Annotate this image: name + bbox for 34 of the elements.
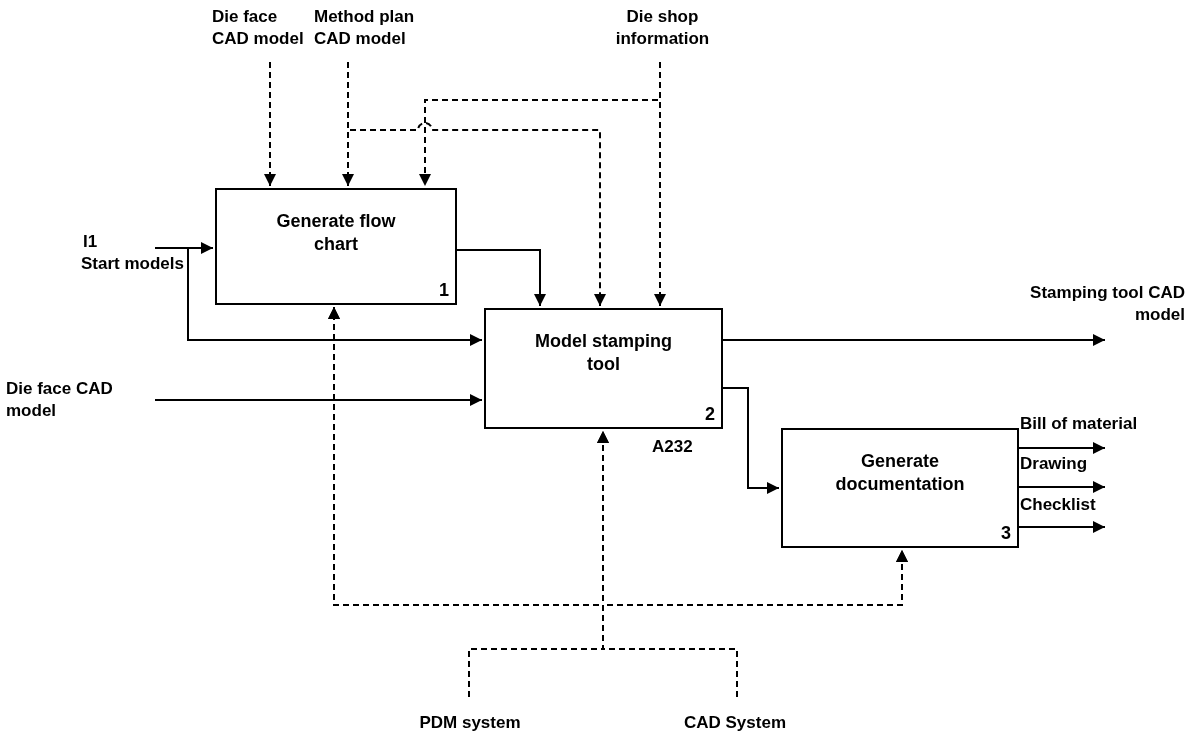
process-box: [215, 188, 457, 305]
process-title: Model stamping tool: [534, 330, 673, 377]
arrow: [264, 61, 276, 187]
flow-label: Start models: [81, 253, 184, 276]
box-number: 3: [1001, 523, 1011, 544]
arrow: [654, 61, 666, 307]
flow-label: Stamping tool CAD model: [1029, 282, 1185, 327]
process-title: Generate flow chart: [275, 210, 397, 257]
flow-label: I1: [83, 231, 98, 253]
flow-label: PDM system: [419, 712, 521, 734]
flow-label: Die shop information: [614, 6, 711, 51]
flow-label: Checklist: [1020, 494, 1096, 516]
flow-label: Bill of material: [1020, 413, 1138, 435]
arrow: [456, 249, 546, 307]
flow-label: Die face CAD model: [212, 6, 305, 51]
arrow: [347, 61, 606, 307]
arrow: [1018, 481, 1106, 493]
arrow: [722, 387, 780, 494]
arrow: [602, 549, 908, 698]
flow-label: Method plan CAD model: [314, 6, 416, 51]
box-number: 2: [705, 404, 715, 425]
arrow: [187, 247, 483, 346]
arrow: [154, 242, 214, 254]
process-box: [484, 308, 723, 429]
flow-label: Die face CAD model: [6, 378, 114, 423]
flow-label: CAD System: [683, 712, 786, 734]
arrow: [1018, 521, 1106, 533]
box-number: 1: [439, 280, 449, 301]
process-title: Generate documentation: [834, 450, 966, 497]
process-box: [781, 428, 1019, 548]
flow-label: Drawing: [1020, 453, 1088, 475]
diagram-id: A232: [652, 437, 693, 457]
arrow: [154, 394, 483, 406]
arrow: [1018, 442, 1106, 454]
